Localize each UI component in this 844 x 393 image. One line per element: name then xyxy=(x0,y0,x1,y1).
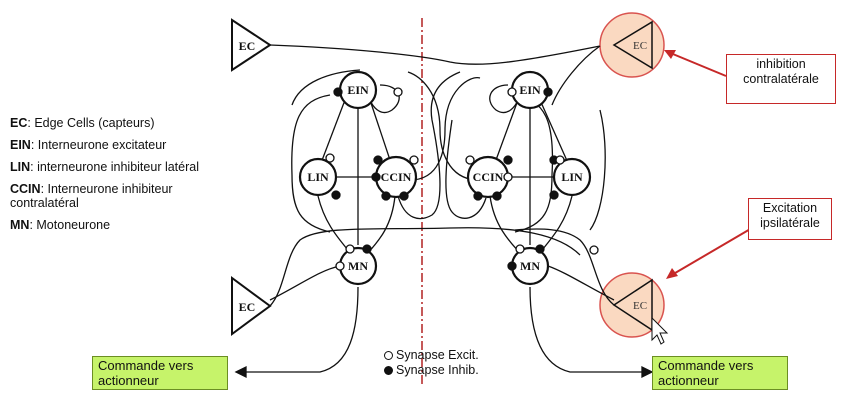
ec-bottom-left xyxy=(231,276,272,336)
label-lin-left: LIN xyxy=(307,170,329,184)
label-lin-right: LIN xyxy=(561,170,583,184)
ein-ccin-right xyxy=(495,99,519,161)
legend-ccin: CCIN: Interneurone inhibiteur contralaté… xyxy=(10,182,173,210)
synapse-legend: Synapse Excit. Synapse Inhib. xyxy=(384,348,479,378)
callout-excitation: Excitation ipsilatérale xyxy=(748,198,832,240)
ccin-cross-left xyxy=(409,77,481,181)
fiber-right-mid xyxy=(589,109,606,231)
arrow-inhibition xyxy=(667,51,727,77)
filled-dot-icon xyxy=(384,366,393,375)
arrow-excitation xyxy=(669,227,753,277)
label-ec-bottom-right: EC xyxy=(633,300,647,312)
arrow-left xyxy=(234,365,247,379)
fiber-ein-left xyxy=(291,94,331,233)
legend-ec: EC: Edge Cells (capteurs) xyxy=(10,116,155,130)
fiber-loop-right xyxy=(551,45,601,106)
synapse-excit-row: Synapse Excit. xyxy=(384,348,479,363)
ec-bottom-branch xyxy=(269,265,341,301)
synapse-inhib-row: Synapse Inhib. xyxy=(384,363,479,378)
command-box-right: Commande vers actionneur xyxy=(652,356,788,390)
legend-mn: MN: Motoneurone xyxy=(10,218,111,232)
ec-top-left xyxy=(231,18,272,72)
label-ein-left: EIN xyxy=(347,83,369,97)
ein-loop-left xyxy=(369,84,400,114)
right-circuit xyxy=(407,12,665,379)
fiber-loop-left xyxy=(291,69,361,106)
arrow-right xyxy=(641,365,654,379)
cursor-icon xyxy=(651,316,669,345)
mn-output-right xyxy=(529,286,650,373)
ec-top-right xyxy=(612,20,653,70)
label-mn-left: MN xyxy=(348,259,368,273)
ccin-loop-right xyxy=(445,119,487,219)
ein-loop-right xyxy=(489,84,519,114)
mn-output-left xyxy=(238,286,359,373)
label-ccin-left: CCIN xyxy=(381,170,412,184)
lin-left xyxy=(298,157,338,197)
open-dot-icon xyxy=(384,351,393,360)
label-ec-bottom-left: EC xyxy=(239,300,256,314)
label-mn-right: MN xyxy=(520,259,540,273)
label-ein-right: EIN xyxy=(519,83,541,97)
callout-inhibition: inhibition contralatérale xyxy=(726,54,836,104)
arrowhead-inhibition xyxy=(664,50,676,59)
legend-ein: EIN: Interneurone excitateur xyxy=(10,138,167,152)
left-circuit xyxy=(231,18,601,379)
abbreviation-legend: EC: Edge Cells (capteurs) EIN: Interneur… xyxy=(10,116,240,240)
label-ec-top-left: EC xyxy=(239,39,256,53)
ein-lin-right xyxy=(539,99,569,164)
legend-lin: LIN: interneurone inhibiteur latéral xyxy=(10,160,199,174)
ec-right-axon xyxy=(514,228,615,306)
arrowhead-excitation xyxy=(666,268,678,279)
ccin-loop-left xyxy=(397,71,461,220)
label-ec-top-right: EC xyxy=(633,40,647,52)
lin-right xyxy=(552,157,592,197)
ec-bottom-right xyxy=(612,278,653,332)
ein-ccin-left xyxy=(369,99,391,161)
label-ccin-right: CCIN xyxy=(473,170,504,184)
ec-bottom-axon xyxy=(269,227,581,307)
ccin-cross-right xyxy=(407,71,477,181)
ec-right-branch xyxy=(547,265,615,301)
ec-top-axon xyxy=(269,44,601,65)
command-box-left: Commande vers actionneur xyxy=(92,356,228,390)
ein-lin-left xyxy=(320,99,346,164)
